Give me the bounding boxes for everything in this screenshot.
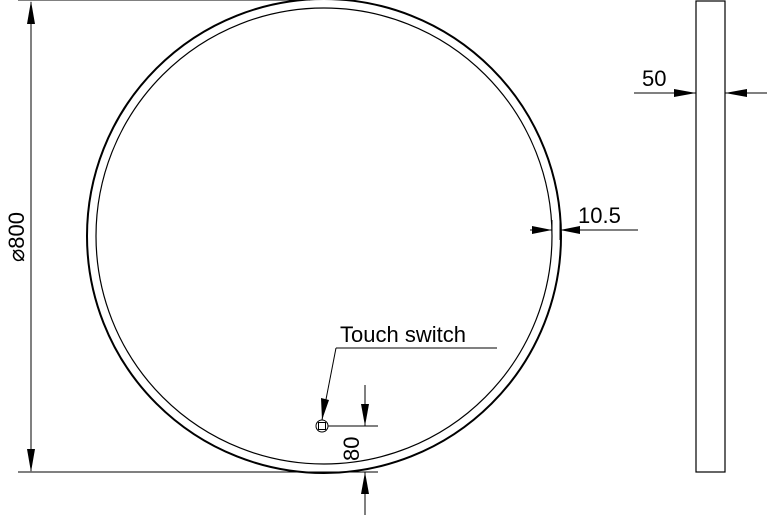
diameter-dimension: ⌀800 <box>4 0 378 473</box>
touch-switch-outer <box>315 419 329 433</box>
mirror-side-view <box>695 0 726 473</box>
touch-switch-leader-arrow <box>321 398 329 420</box>
frame-width-label: 10.5 <box>578 203 621 228</box>
mirror-inner-outline <box>95 7 553 465</box>
frame-width-arrow-left <box>532 226 552 234</box>
depth-label: 50 <box>642 66 666 91</box>
frame-width-dimension: 10.5 <box>530 203 638 240</box>
diameter-arrow-top <box>27 1 35 24</box>
frame-width-arrow-right <box>560 226 580 234</box>
depth-arrow-left <box>674 89 696 97</box>
switch-offset-arrow-top <box>361 404 369 426</box>
depth-dimension: 50 <box>634 66 767 97</box>
touch-switch: Touch switch <box>315 322 497 433</box>
touch-switch-icon <box>318 422 326 430</box>
switch-offset-arrow-bottom <box>361 472 369 494</box>
diameter-arrow-bottom <box>27 449 35 472</box>
touch-switch-label: Touch switch <box>340 322 466 347</box>
mirror-outer-outline <box>86 0 562 474</box>
switch-offset-dimension: 80 <box>328 385 378 515</box>
diameter-label: ⌀800 <box>4 212 29 262</box>
switch-offset-label: 80 <box>339 437 364 461</box>
depth-arrow-right <box>725 89 747 97</box>
